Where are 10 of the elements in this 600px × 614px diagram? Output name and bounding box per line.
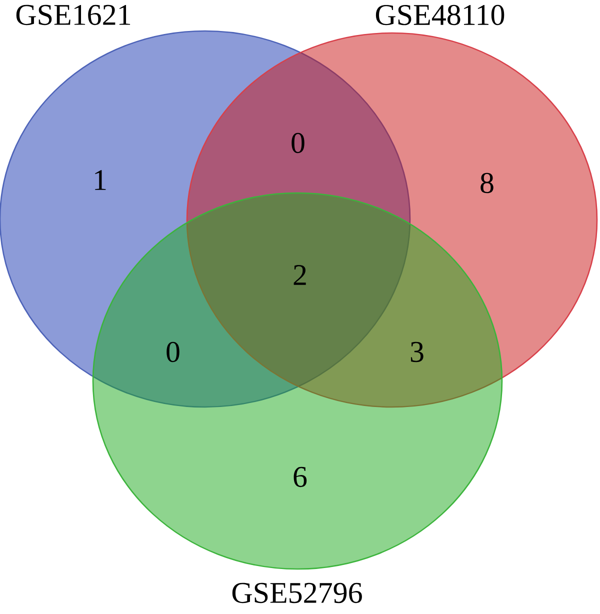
count-label: 0 xyxy=(292,132,304,154)
set-label: GSE48110 xyxy=(376,4,504,26)
count-label: 6 xyxy=(294,466,307,488)
set-label: GSE1621 xyxy=(16,4,130,26)
count-label: 0 xyxy=(166,342,180,362)
count-label: 2 xyxy=(294,265,306,285)
set-label: GSE52796 xyxy=(232,582,362,604)
count-label: 3 xyxy=(410,342,424,362)
count-label: 8 xyxy=(480,172,494,194)
count-label: 1 xyxy=(95,170,106,190)
